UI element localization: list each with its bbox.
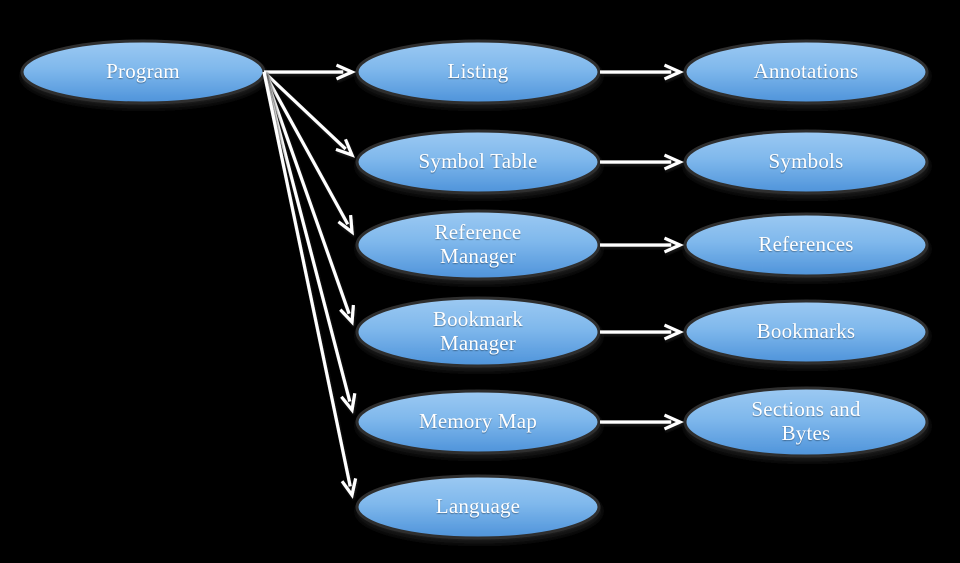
edge-symbol-table-to-symbols (600, 153, 684, 171)
node-ellipse-sections-bytes[interactable] (683, 386, 929, 458)
edge-line (262, 71, 352, 402)
node-ellipse-symbols[interactable] (683, 129, 929, 195)
node-ellipse-language[interactable] (355, 474, 601, 540)
edge-program-to-memory-map (262, 71, 357, 414)
edge-arrowhead (335, 63, 356, 81)
edge-listing-to-annotations (600, 63, 684, 81)
edge-line (262, 71, 350, 226)
nodes-group (20, 39, 929, 540)
node-ellipse-annotations[interactable] (683, 39, 929, 105)
edge-bookmark-manager-to-bookmarks (600, 323, 684, 341)
edge-program-to-symbol-table (262, 70, 355, 158)
edge-arrowhead (340, 478, 358, 499)
edge-program-to-reference-manager (262, 71, 354, 236)
edge-arrowhead (663, 236, 684, 254)
node-ellipse-symbol-table[interactable] (355, 129, 601, 195)
edge-line (262, 71, 352, 487)
edge-arrowhead (663, 153, 684, 171)
edge-memory-map-to-sections-bytes (600, 413, 684, 431)
edge-reference-manager-to-references (600, 236, 684, 254)
node-ellipse-bookmark-manager[interactable] (355, 296, 601, 368)
edge-program-to-listing (264, 63, 356, 81)
edge-arrowhead (337, 214, 354, 236)
edge-arrowhead (663, 63, 684, 81)
edge-line (262, 70, 347, 151)
node-ellipse-bookmarks[interactable] (683, 299, 929, 365)
node-ellipse-references[interactable] (683, 212, 929, 278)
node-ellipse-memory-map[interactable] (355, 389, 601, 455)
edge-arrowhead (335, 138, 355, 158)
edge-arrowhead (663, 413, 684, 431)
edge-program-to-language (262, 71, 358, 499)
node-ellipse-reference-manager[interactable] (355, 209, 601, 281)
edge-program-to-bookmark-manager (262, 71, 355, 326)
edge-arrowhead (663, 323, 684, 341)
edges-group (262, 63, 684, 499)
node-ellipse-listing[interactable] (355, 39, 601, 105)
edge-arrowhead (339, 304, 355, 326)
edge-arrowhead (340, 392, 357, 414)
edge-line (262, 71, 351, 315)
